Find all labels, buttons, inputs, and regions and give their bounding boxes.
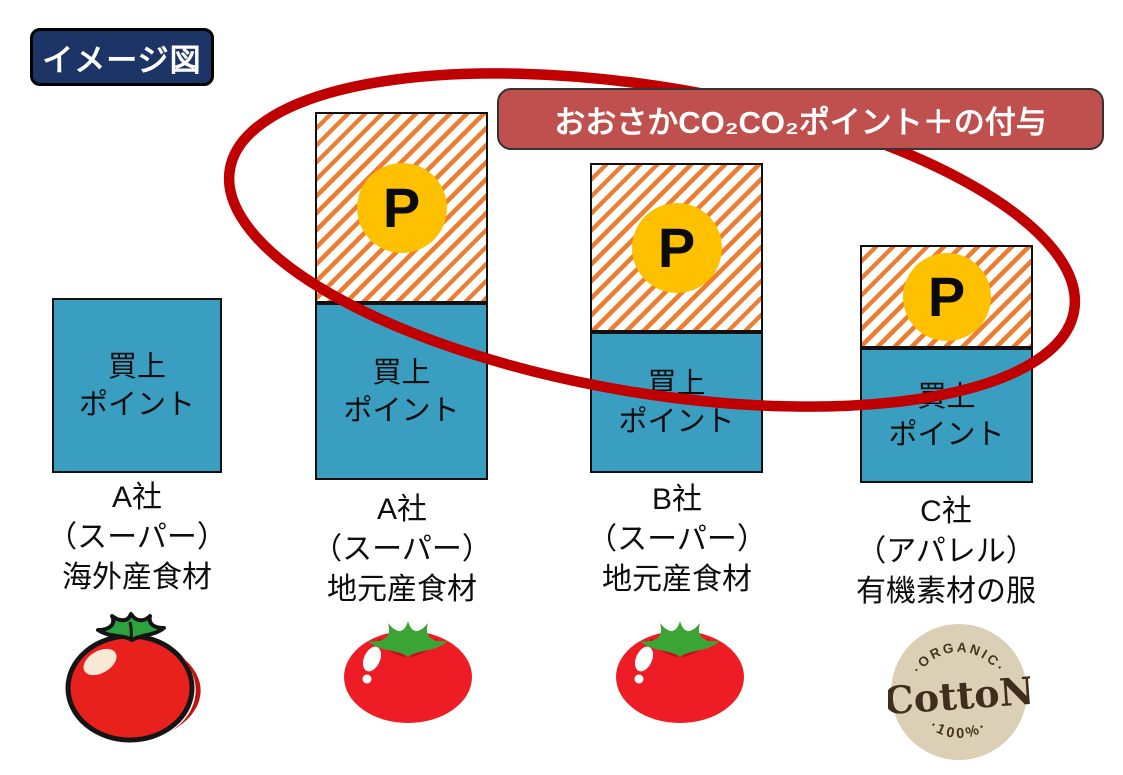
product-name: 地元産食材 (602, 563, 752, 596)
product-name: 海外産食材 (62, 561, 212, 594)
point-letter: P (657, 215, 696, 279)
bar-label: B社 （スーパー） 地元産食材 (547, 480, 807, 600)
bar-label: A社 （スーパー） 地元産食材 (272, 490, 532, 610)
company-category: （アパレル） (856, 535, 1036, 568)
bonus-banner-label: おおさかCO₂CO₂ポイント＋の付与 (554, 104, 1047, 140)
company-name: A社 (111, 481, 162, 514)
bonus-banner: おおさかCO₂CO₂ポイント＋の付与 (497, 88, 1104, 150)
company-category: （スーパー） (47, 521, 227, 554)
product-name: 有機素材の服 (856, 575, 1036, 608)
title-badge: イメージ図 (30, 28, 214, 86)
point-letter: P (382, 175, 421, 239)
purchase-points-box: 買上 ポイント (590, 332, 763, 473)
purchase-points-label: 買上 ポイント (888, 380, 1005, 451)
purchase-points-label: 買上 ポイント (78, 350, 195, 421)
company-name: B社 (651, 483, 702, 516)
cotton-logo-icon: ·ORGANIC· CottoN ·100%· (888, 624, 1030, 760)
title-badge-label: イメージ図 (42, 42, 202, 78)
cotton-logo-name: CottoN (888, 668, 1030, 723)
point-letter: P (927, 264, 966, 328)
point-badge: P (902, 252, 991, 341)
company-category: （スーパー） (587, 523, 767, 556)
bonus-points-box: P (860, 245, 1033, 348)
purchase-points-box: 買上 ポイント (860, 348, 1033, 483)
point-badge: P (356, 162, 447, 253)
tomato-flat-icon (616, 621, 744, 723)
tomato-flat-icon (344, 621, 472, 723)
product-name: 地元産食材 (327, 573, 477, 606)
bonus-points-box: P (590, 163, 763, 332)
purchase-points-label: 買上 ポイント (618, 367, 735, 438)
bar-label: A社 （スーパー） 海外産食材 (7, 478, 267, 598)
company-name: A社 (376, 493, 427, 526)
company-name: C社 (920, 495, 972, 528)
company-category: （スーパー） (312, 533, 492, 566)
tomato-outline-icon (65, 612, 201, 743)
bar-label: C社 （アパレル） 有機素材の服 (816, 492, 1076, 612)
purchase-points-label: 買上 ポイント (343, 356, 460, 427)
point-badge: P (631, 202, 722, 293)
purchase-points-box: 買上 ポイント (315, 303, 488, 480)
purchase-points-box: 買上 ポイント (52, 298, 222, 473)
bonus-points-box: P (315, 112, 488, 303)
